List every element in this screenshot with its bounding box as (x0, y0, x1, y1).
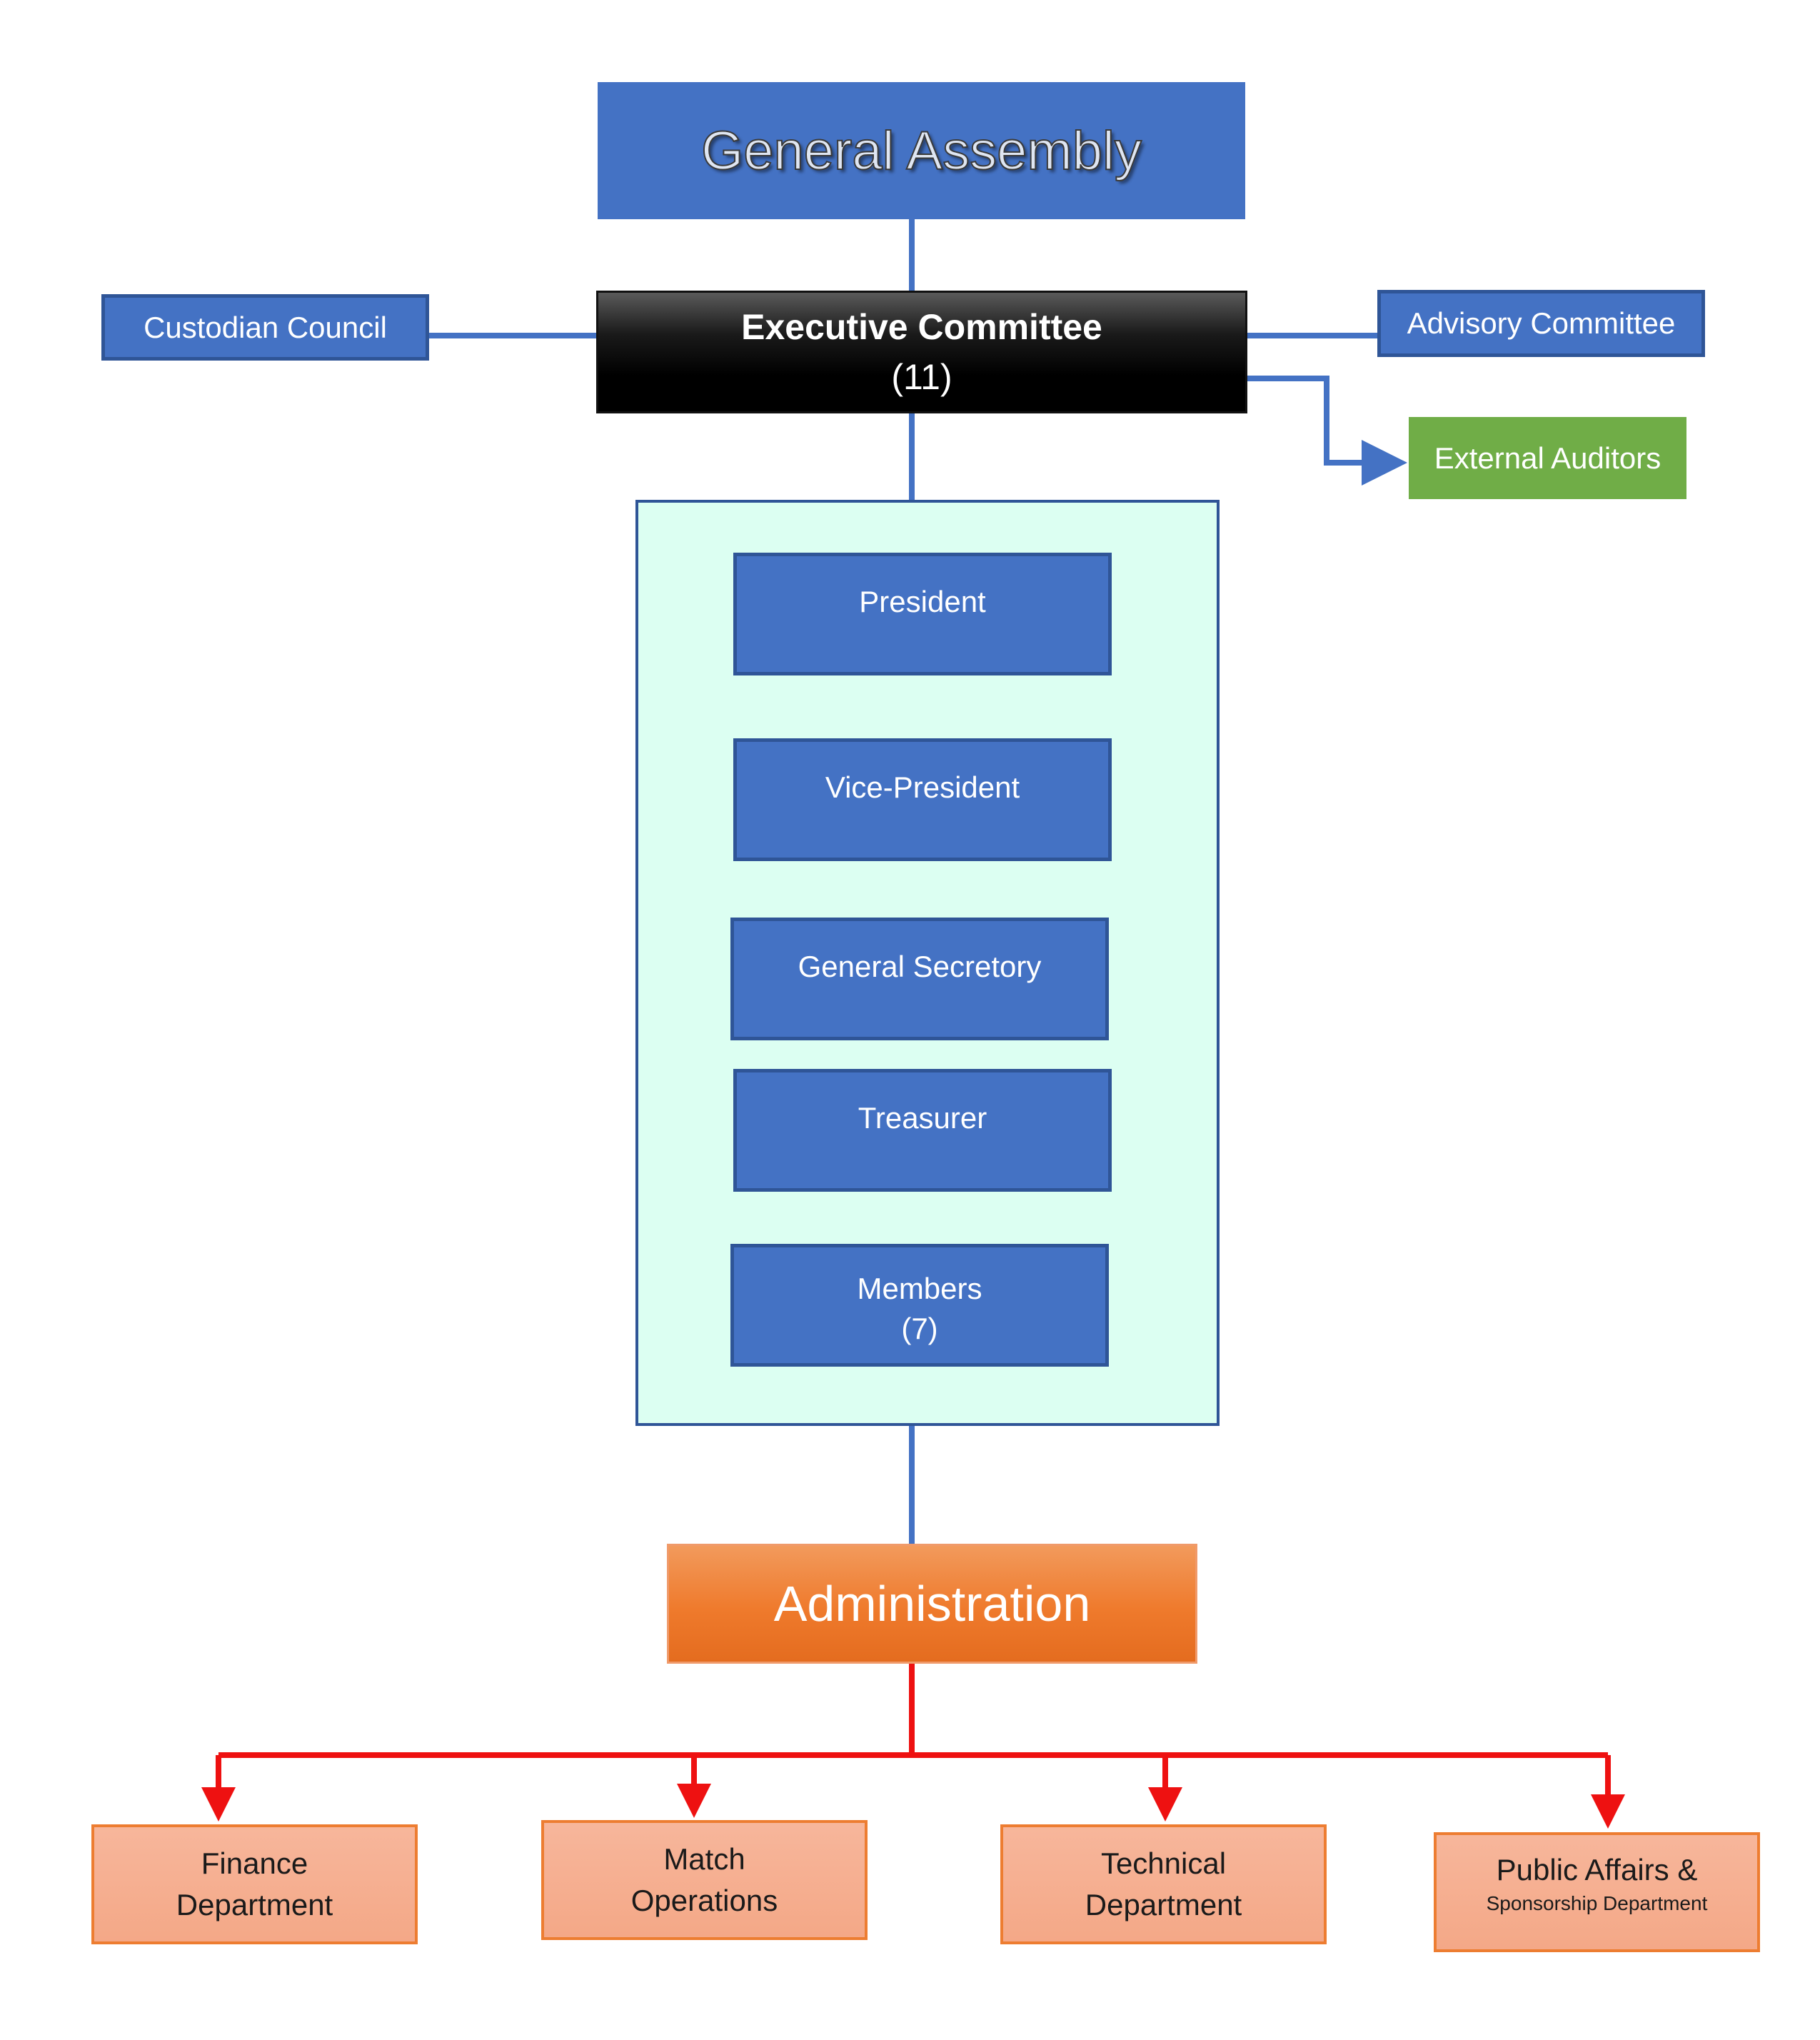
advisory-committee-label: Advisory Committee (1407, 306, 1676, 340)
vice-president-label: Vice-President (825, 770, 1020, 804)
public-affairs-department-line2: Sponsorship Department (1486, 1892, 1708, 1914)
general-assembly-label: General Assembly (700, 120, 1142, 182)
treasurer-label: Treasurer (858, 1101, 987, 1135)
advisory-committee-box: Advisory Committee (1377, 290, 1705, 357)
vice-president-box: Vice-President (733, 738, 1112, 861)
connector-executive-to-auditors (1246, 376, 1407, 486)
match-operations-box: Match Operations (541, 1820, 868, 1940)
president-label: President (859, 585, 986, 618)
administration-label: Administration (773, 1576, 1091, 1632)
custodian-council-box: Custodian Council (101, 294, 429, 361)
public-affairs-department-line1: Public Affairs & (1496, 1853, 1698, 1886)
external-auditors-box: External Auditors (1409, 417, 1686, 499)
administration-box: Administration (667, 1544, 1197, 1664)
custodian-council-label: Custodian Council (144, 310, 387, 344)
general-assembly-box: General Assembly (598, 82, 1245, 219)
technical-department-box: Technical Department (1000, 1824, 1327, 1944)
match-operations-line1: Match (663, 1842, 745, 1876)
general-secretory-box: General Secretory (730, 918, 1109, 1040)
finance-department-line1: Finance (201, 1846, 308, 1880)
members-label: Members (857, 1272, 982, 1305)
members-box: Members (7) (730, 1244, 1109, 1367)
public-affairs-department-box: Public Affairs & Sponsorship Department (1434, 1832, 1760, 1952)
treasurer-box: Treasurer (733, 1069, 1112, 1192)
technical-department-line1: Technical (1100, 1846, 1227, 1880)
external-auditors-label: External Auditors (1434, 441, 1661, 475)
president-box: President (733, 553, 1112, 675)
match-operations-line2: Operations (630, 1884, 778, 1917)
general-secretory-label: General Secretory (798, 950, 1042, 983)
finance-department-line2: Department (176, 1888, 333, 1921)
executive-committee-label: Executive Committee (741, 307, 1102, 347)
technical-department-line2: Department (1085, 1888, 1242, 1921)
executive-committee-box: Executive Committee (11) (596, 291, 1247, 413)
executive-committee-count: (11) (891, 357, 952, 397)
members-count: (7) (901, 1312, 938, 1345)
finance-department-box: Finance Department (91, 1824, 418, 1944)
